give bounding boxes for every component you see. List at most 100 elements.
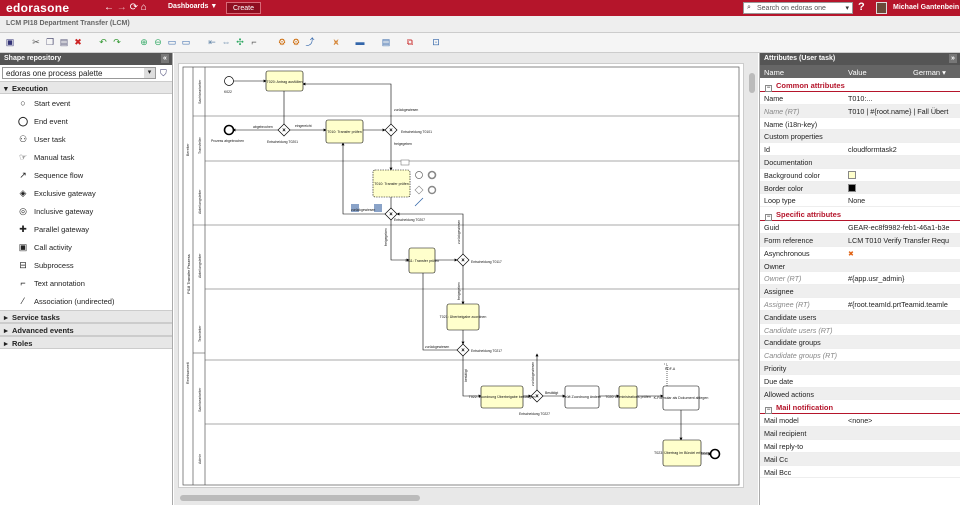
forward-icon[interactable]: → [116,2,127,13]
align-left-icon[interactable]: ⇤ [208,37,216,47]
exclusive-gateway[interactable] [384,123,398,137]
shape-subprocess[interactable]: ⊟Subprocess [0,256,172,274]
comment-icon[interactable]: ▬ [355,37,365,47]
task[interactable] [325,119,364,144]
exclusive-gateway[interactable] [456,343,470,357]
shape-exclusive-gateway[interactable]: ◈Exclusive gateway [0,184,172,202]
collapse-section-icon[interactable]: − [765,214,772,222]
attribute-row[interactable]: Assignee (RT)#{root.teamId.prtTeamid.tea… [760,298,960,311]
attribute-row[interactable]: Mail model<none> [760,414,960,428]
attribute-value[interactable]: T010:... [848,94,873,103]
group-icon[interactable]: ⚙ [277,37,287,47]
attribute-value[interactable]: LCM T010 Verify Transfer Requ [848,235,949,245]
zoom-fit-icon[interactable]: ▭ [181,37,191,47]
delete-icon[interactable]: ✖ [74,37,82,47]
ungroup-icon[interactable]: ⚙ [291,37,301,47]
attribute-row[interactable]: Candidate groups (RT) [760,349,960,362]
attribute-row[interactable]: Mail Bcc [760,466,960,479]
deploy-icon[interactable]: ⧉ [406,37,414,47]
save-icon[interactable]: ▣ [5,37,15,47]
collapse-left-icon[interactable]: « [161,54,169,63]
user-name[interactable]: Michael Gantenbein [893,4,960,11]
chevron-down-icon[interactable]: ▾ [144,68,155,78]
palette-select[interactable]: edoras one process palette ▾ [2,67,156,79]
shape-parallel-gateway[interactable]: ✚Parallel gateway [0,220,172,238]
language-select[interactable]: German ▾ [913,68,946,77]
attribute-row[interactable]: Documentation [760,155,960,169]
attribute-value[interactable]: ✖ [848,248,855,258]
exclusive-gateway[interactable] [384,207,398,221]
attribute-row[interactable]: Mail reply-to [760,440,960,453]
task-selected[interactable] [372,169,411,198]
shape-call-activity[interactable]: ▣Call activity [0,238,172,256]
attribute-row[interactable]: Owner [760,259,960,273]
shape-manual-task[interactable]: ☞Manual task [0,148,172,166]
shape-sequence-flow[interactable]: ↗Sequence flow [0,166,172,184]
dashboards-menu[interactable]: Dashboards ▼ [168,3,218,10]
attribute-row[interactable]: Border color [760,181,960,195]
home-icon[interactable]: ⌂ [140,2,147,13]
attribute-row[interactable]: Name (i18n-key) [760,118,960,131]
task[interactable] [408,247,436,274]
attribute-row[interactable]: Due date [760,375,960,388]
attribute-value[interactable]: #{root.teamId.prtTeamid.teamle [848,299,948,309]
paste-icon[interactable]: ▤ [59,37,69,47]
attribute-value[interactable] [848,183,958,194]
group-advanced-events[interactable]: ▸Advanced events [0,323,172,336]
undo-icon[interactable]: ↶ [99,37,107,47]
attribute-value[interactable]: #{app.usr_admin} [848,274,905,284]
shape-quick-menu[interactable] [351,159,437,212]
shape-inclusive-gateway[interactable]: ◎Inclusive gateway [0,202,172,220]
diagram-sheet[interactable]: PI18 Transfer Prozess Sachbearbeiter Tra… [178,63,744,488]
cut-icon[interactable]: ✂ [32,37,40,47]
attribute-row[interactable]: Background color [760,169,960,182]
shape-user-task[interactable]: ⚇User task [0,130,172,148]
attribute-row[interactable]: Asynchronous✖ [760,247,960,260]
group-execution[interactable]: ▾Execution [0,81,172,94]
attribute-value[interactable] [848,170,958,181]
attribute-value[interactable]: cloudformtask2 [848,145,897,155]
task[interactable] [265,70,304,92]
attribute-value[interactable]: GEAR-ec8f9982-feb1-46a1-b3e [848,223,950,233]
properties-icon[interactable]: ▤ [381,37,391,47]
process-diagram[interactable]: PI18 Transfer Prozess Sachbearbeiter Tra… [179,64,744,488]
end-event[interactable] [223,124,235,136]
collapse-right-icon[interactable]: » [949,54,957,63]
attribute-section-header[interactable]: −Mail notification [760,400,960,415]
zoom-in-icon[interactable]: ⊕ [140,37,148,47]
search-box[interactable]: ⌕ Search on edoras one ▾ [743,2,853,14]
attribute-row[interactable]: Allowed actions [760,387,960,401]
task[interactable] [662,385,700,411]
attribute-row[interactable]: Assignee [760,285,960,298]
redo-icon[interactable]: ↷ [113,37,121,47]
help-icon[interactable]: ? [858,1,865,13]
exclusive-gateway[interactable] [277,123,291,137]
attribute-row[interactable]: Mail Cc [760,452,960,466]
attribute-value[interactable]: <none> [848,416,873,426]
shape-start-event[interactable]: ○Start event [0,94,172,112]
start-event[interactable] [224,76,234,86]
end-event[interactable] [709,448,721,460]
morph-icon[interactable]: ⤴ [305,37,315,47]
attribute-row[interactable]: Mail recipient [760,427,960,440]
attribute-row[interactable]: Candidate users [760,310,960,324]
edoras-logo[interactable]: edorasone [6,1,70,15]
search-dropdown-icon[interactable]: ▾ [845,5,849,12]
task[interactable] [564,385,600,409]
exclusive-gateway[interactable] [456,253,470,267]
align-grid-icon[interactable]: ✣ [236,37,244,47]
zoom-out-icon[interactable]: ⊖ [154,37,162,47]
group-roles[interactable]: ▸Roles [0,336,172,349]
shape-association[interactable]: ⁄Association (undirected) [0,292,172,310]
align-center-icon[interactable]: ⇔ [221,37,231,47]
attribute-row[interactable]: Candidate users (RT) [760,324,960,337]
zoom-actual-icon[interactable]: ▭ [167,37,177,47]
attribute-section-header[interactable]: −Specific attributes [760,207,960,222]
docker-icon[interactable]: ⌐ [251,37,257,47]
filter-icon[interactable]: ⛉ [160,68,167,78]
attribute-value[interactable]: T010 | #{root.name} | Fall Übert [848,106,949,116]
task[interactable] [446,303,480,331]
